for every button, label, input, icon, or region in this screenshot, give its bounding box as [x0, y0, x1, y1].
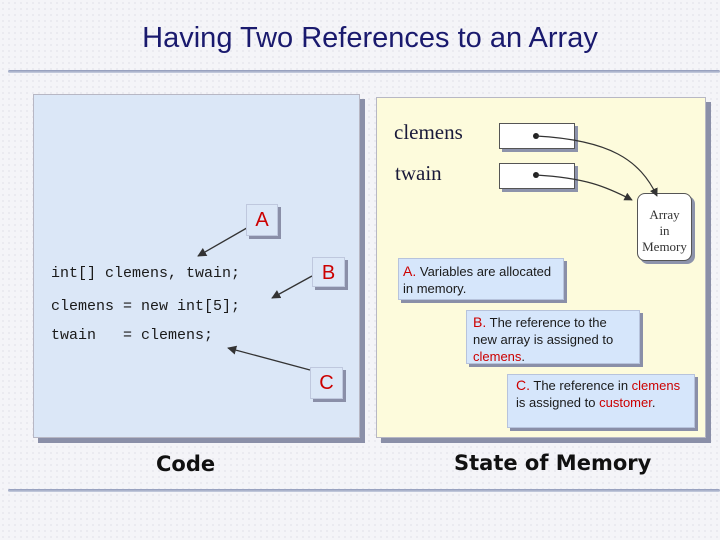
callout-c: C. The reference in clemens is assigned …	[507, 374, 695, 428]
callout-a: A. Variables are allocated in memory.	[398, 258, 564, 300]
callout-c-text: The reference in	[533, 378, 632, 393]
marker-a-arrow	[197, 224, 253, 257]
callout-c-highlight: clemens	[631, 378, 681, 393]
var-twain-label: twain	[395, 161, 442, 185]
callout-b-highlight: clemens	[473, 349, 522, 364]
callout-a-text: Variables are allocated in memory.	[403, 264, 552, 296]
marker-b-arrow	[271, 275, 313, 299]
array-label-line-1: Array	[649, 207, 680, 222]
twain-to-array-arrow	[535, 174, 633, 201]
callout-b-text: The reference to the new array is assign…	[473, 315, 614, 347]
array-label-line-2: in	[659, 223, 670, 238]
callout-c-text-end: .	[651, 395, 656, 410]
code-panel	[33, 94, 360, 438]
code-line-declare: int[] clemens, twain;	[51, 265, 241, 282]
callout-c-highlight-2: customer	[599, 395, 652, 410]
marker-b: B	[312, 257, 345, 287]
array-label-line-3: Memory	[642, 239, 687, 254]
memory-caption: State of Memory	[454, 451, 652, 475]
code-line-new-array: clemens = new int[5];	[51, 298, 241, 315]
callout-c-text-mid: is assigned to	[516, 395, 600, 410]
marker-a: A	[246, 204, 278, 236]
marker-c-arrow	[227, 345, 311, 371]
var-clemens-label: clemens	[394, 120, 463, 144]
callout-b-letter: B.	[473, 314, 487, 330]
code-line-assign: twain = clemens;	[51, 327, 214, 344]
callout-b: B. The reference to the new array is ass…	[466, 310, 640, 364]
clemens-to-array-arrow	[535, 135, 658, 197]
title-divider	[8, 70, 720, 73]
code-caption: Code	[156, 452, 216, 476]
callout-b-text-end: .	[521, 349, 526, 364]
array-in-memory-box: Array in Memory	[637, 193, 692, 261]
callout-c-letter: C.	[516, 377, 530, 393]
footer-divider	[8, 489, 720, 492]
slide-title: Having Two References to an Array	[142, 22, 598, 54]
callout-a-letter: A.	[403, 263, 417, 279]
marker-c: C	[310, 367, 343, 399]
